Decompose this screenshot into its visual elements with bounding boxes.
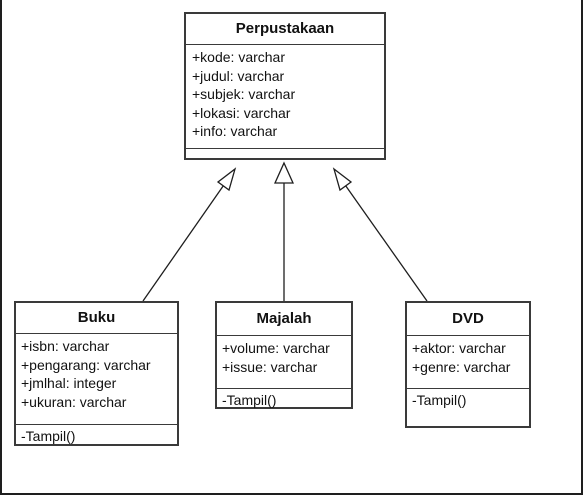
inheritance-line-buku: [142, 185, 225, 302]
attribute: +pengarang: varchar: [21, 356, 151, 373]
class-name: Buku: [16, 303, 177, 334]
class-dvd[interactable]: DVD +aktor: varchar +genre: varchar -Tam…: [405, 301, 531, 428]
operation: -Tampil(): [412, 392, 467, 408]
attribute: +info: varchar: [192, 123, 278, 139]
class-majalah[interactable]: Majalah +volume: varchar +issue: varchar…: [215, 301, 353, 409]
attribute-list: +volume: varchar +issue: varchar: [217, 336, 351, 389]
operation-list: -Tampil(): [407, 389, 529, 412]
attribute: +isbn: varchar: [21, 338, 110, 354]
attribute: +genre: varchar: [412, 358, 511, 375]
attribute: +jmlhal: integer: [21, 375, 117, 391]
inheritance-arrowhead-buku: [216, 167, 237, 192]
inheritance-arrowhead-dvd: [332, 167, 353, 192]
attribute: +lokasi: varchar: [192, 104, 291, 121]
attribute: +issue: varchar: [222, 358, 318, 375]
attribute: +volume: varchar: [222, 340, 330, 356]
attribute: +kode: varchar: [192, 49, 285, 65]
attribute: +subjek: varchar: [192, 86, 296, 102]
class-name: Majalah: [217, 303, 351, 336]
inheritance-line-dvd: [344, 185, 428, 302]
operation-list: -Tampil(): [16, 425, 177, 448]
attribute-list: +aktor: varchar +genre: varchar: [407, 336, 529, 389]
attribute: +judul: varchar: [192, 67, 285, 84]
attribute-list: +kode: varchar +judul: varchar +subjek: …: [186, 45, 384, 149]
operation: -Tampil(): [21, 428, 76, 444]
class-perpustakaan[interactable]: Perpustakaan +kode: varchar +judul: varc…: [184, 12, 386, 160]
operation-list: -Tampil(): [217, 389, 351, 412]
class-name: DVD: [407, 303, 529, 336]
operation: -Tampil(): [222, 392, 277, 408]
attribute: +ukuran: varchar: [21, 393, 127, 410]
class-buku[interactable]: Buku +isbn: varchar +pengarang: varchar …: [14, 301, 179, 446]
attribute: +aktor: varchar: [412, 340, 506, 356]
inheritance-arrowhead-majalah: [273, 161, 295, 184]
attribute-list: +isbn: varchar +pengarang: varchar +jmlh…: [16, 334, 177, 425]
class-name: Perpustakaan: [186, 14, 384, 45]
